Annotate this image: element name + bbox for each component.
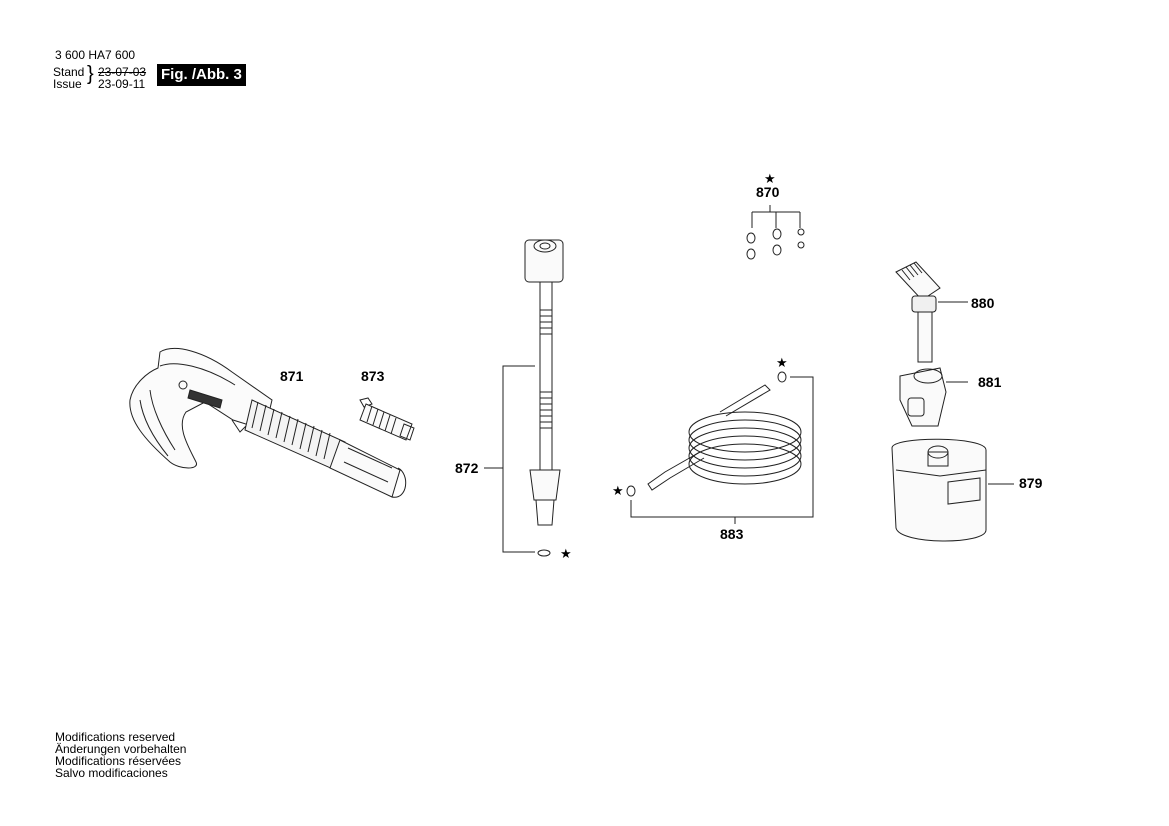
cap-drawing bbox=[899, 367, 947, 427]
part-number: 3 600 HA7 600 bbox=[55, 48, 136, 62]
star-marker-hose-top: ★ bbox=[776, 355, 788, 370]
star-marker-870: ★ bbox=[764, 171, 776, 186]
issue-label: Issue bbox=[53, 77, 82, 91]
part-label-870: 870 bbox=[756, 184, 780, 200]
part-label-879: 879 bbox=[1019, 475, 1043, 491]
footer-line-fr: Modifications réservées bbox=[55, 754, 182, 768]
nozzle-drawing bbox=[359, 397, 415, 441]
part-label-872: 872 bbox=[455, 460, 479, 476]
stand-date: 23-07-03 bbox=[98, 65, 147, 79]
star-marker-lance: ★ bbox=[560, 546, 572, 561]
star-marker-hose-left: ★ bbox=[612, 483, 624, 498]
tank-drawing bbox=[891, 438, 987, 542]
stand-label: Stand bbox=[53, 65, 85, 79]
hose-drawing bbox=[626, 371, 802, 497]
part-label-883: 883 bbox=[720, 526, 744, 542]
footer-notes: Modifications reserved Änderungen vorbeh… bbox=[55, 731, 186, 779]
lance-drawing bbox=[524, 239, 564, 557]
part-label-871: 871 bbox=[280, 368, 304, 384]
figure-label: Fig. /Abb. 3 bbox=[157, 64, 246, 86]
seal-set-drawing bbox=[746, 205, 805, 260]
footer-line-en: Modifications reserved bbox=[55, 730, 176, 744]
spray-gun-drawing bbox=[129, 348, 407, 498]
hose-callout-bracket bbox=[630, 376, 814, 518]
lance-callout-bracket bbox=[502, 365, 535, 553]
part-label-880: 880 bbox=[971, 295, 995, 311]
issue-date: 23-09-11 bbox=[98, 77, 146, 91]
suction-hose-drawing bbox=[895, 261, 941, 363]
footer-line-es: Salvo modificaciones bbox=[55, 766, 168, 780]
brace-icon: } bbox=[87, 63, 94, 85]
part-label-881: 881 bbox=[978, 374, 1002, 390]
part-label-873: 873 bbox=[361, 368, 385, 384]
footer-line-de: Änderungen vorbehalten bbox=[55, 742, 187, 756]
